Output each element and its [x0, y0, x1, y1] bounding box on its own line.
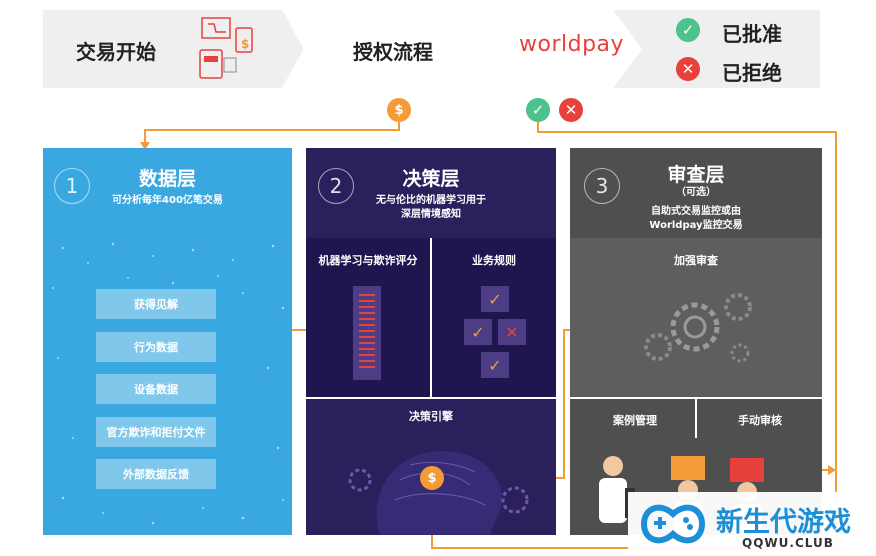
data-layer-number: 1: [54, 168, 90, 204]
decision-divider: [430, 238, 432, 398]
transaction-start-label: 交易开始: [76, 40, 156, 64]
enhanced-review-label: 加强审查: [674, 254, 718, 267]
review-layer-subtitle-1: 自助式交易监控或由: [651, 206, 741, 217]
engine-dollar-icon: $: [420, 466, 444, 490]
review-layer-title: 审查层: [667, 164, 725, 186]
data-item-insights: 获得见解: [96, 289, 216, 319]
declined-x-icon: ✕: [676, 57, 700, 81]
review-v-divider: [695, 398, 697, 438]
decision-layer-title: 决策层: [402, 168, 460, 190]
declined-label: 已拒绝: [722, 61, 782, 85]
data-item-behavior: 行为数据: [96, 332, 216, 362]
decision-layer-subtitle-2: 深层情境感知: [401, 209, 461, 220]
watermark-sub-text: QQWU.CLUB: [742, 536, 834, 550]
authorization-chevron: [282, 10, 642, 88]
review-layer-number: 3: [584, 168, 620, 204]
review-layer-subtitle-2: Worldpay监控交易: [649, 220, 743, 231]
decline-circle-icon: ✕: [559, 98, 583, 122]
worldpay-logo: worldpay: [519, 32, 625, 57]
payment-terminal-icon: [199, 17, 253, 79]
authorization-flow-label: 授权流程: [353, 40, 433, 64]
approved-label: 已批准: [722, 22, 782, 46]
business-rules-label: 业务规则: [472, 254, 516, 267]
gears-icon: [644, 293, 752, 363]
brain-head-icon: [348, 451, 529, 535]
approved-check-icon: ✓: [676, 18, 700, 42]
rule-check-icon-2: ✓: [464, 319, 492, 345]
phone-dollar-icon: $: [241, 37, 250, 51]
dollar-circle-icon: $: [387, 98, 411, 122]
gamepad-logo-icon: [640, 504, 706, 544]
decision-layer-number: 2: [318, 168, 354, 204]
fraud-score-meter: [353, 286, 381, 380]
data-item-device: 设备数据: [96, 374, 216, 404]
watermark-background: [628, 492, 876, 556]
data-layer-subtitle: 可分析每年400亿笔交易: [112, 195, 223, 206]
decision-layer-subtitle-1: 无与伦比的机器学习用于: [376, 195, 486, 206]
data-item-fraud-files: 官方欺诈和拒付文件: [96, 417, 216, 447]
rule-check-icon-1: ✓: [481, 286, 509, 312]
decision-h-divider: [306, 397, 556, 399]
manual-review-label: 手动审核: [738, 414, 782, 427]
decision-engine-label: 决策引擎: [409, 410, 453, 423]
ml-fraud-score-label: 机器学习与欺诈评分: [318, 254, 418, 267]
watermark-main-text: 新生代游戏: [716, 507, 851, 538]
data-item-external-feedback: 外部数据反馈: [96, 459, 216, 489]
review-layer-optional: （可选）: [676, 187, 716, 198]
rule-x-icon: ✕: [498, 319, 526, 345]
data-layer-title: 数据层: [138, 168, 196, 190]
approve-circle-icon: ✓: [526, 98, 550, 122]
rule-check-icon-3: ✓: [481, 352, 509, 378]
case-management-label: 案例管理: [613, 414, 657, 427]
